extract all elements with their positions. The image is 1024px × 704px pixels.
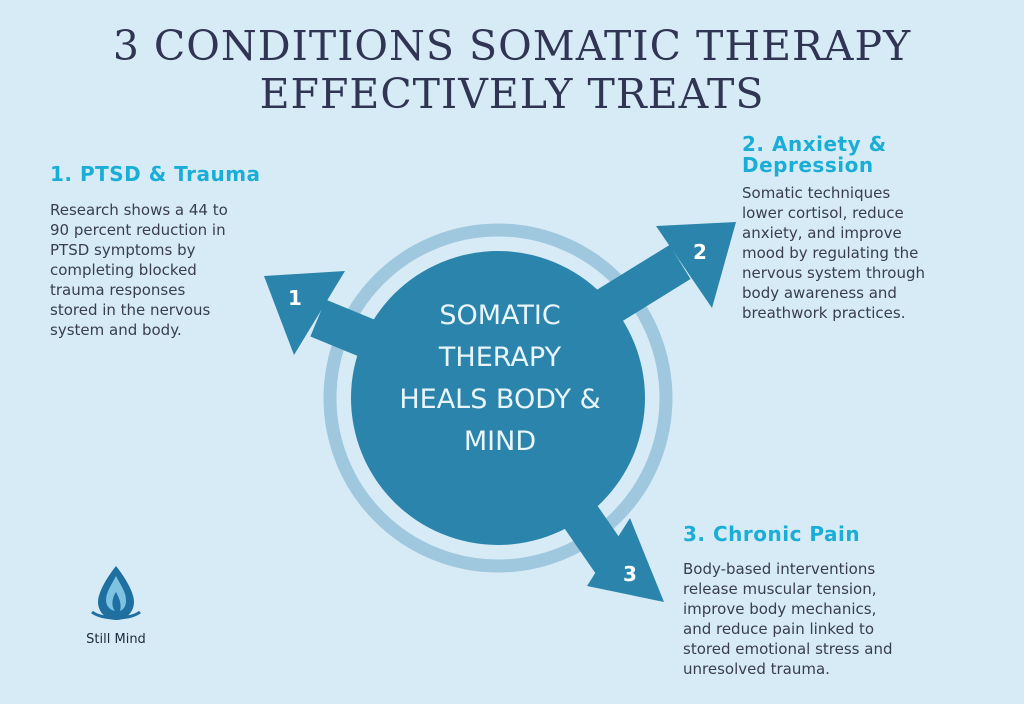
center-line-2: THERAPY: [438, 342, 562, 373]
condition-3-line: stored emotional stress and: [683, 640, 893, 658]
condition-2-heading-line: 2. Anxiety &: [742, 132, 887, 156]
condition-2-line: lower cortisol, reduce: [742, 204, 904, 222]
condition-2-line: breathwork practices.: [742, 304, 906, 322]
center-line-4: MIND: [463, 426, 537, 457]
logo: Still Mind: [76, 562, 156, 647]
condition-3-line: improve body mechanics,: [683, 600, 877, 618]
center-circle: [351, 251, 645, 545]
condition-1-line: 90 percent reduction in: [50, 221, 226, 239]
condition-3-body: Body-based interventions release muscula…: [683, 559, 923, 679]
title-line-1: 3 CONDITIONS SOMATIC THERAPY: [112, 22, 912, 70]
condition-2-body: Somatic techniques lower cortisol, reduc…: [742, 183, 972, 323]
condition-2-line: Somatic techniques: [742, 184, 891, 202]
center-line-1: SOMATIC: [439, 300, 561, 331]
condition-1-heading: 1. PTSD & Trauma: [50, 162, 261, 186]
arrow-2-number: 2: [693, 240, 707, 264]
arrow-1-number: 1: [288, 286, 302, 310]
arrow-1-head: [264, 271, 345, 355]
center-label: SOMATIC THERAPY HEALS BODY & MIND: [370, 295, 630, 463]
center-line-3: HEALS BODY &: [399, 384, 601, 415]
condition-1-line: Research shows a 44 to: [50, 201, 228, 219]
condition-1-line: system and body.: [50, 321, 182, 339]
condition-3-line: release muscular tension,: [683, 580, 877, 598]
title-line-2: EFFECTIVELY TREATS: [259, 70, 765, 118]
outer-ring: [323, 223, 673, 573]
water-drop-icon: [91, 566, 141, 620]
condition-2-line: mood by regulating the: [742, 244, 919, 262]
condition-2-heading-line: Depression: [742, 153, 874, 177]
arrow-3-number: 3: [623, 562, 637, 586]
logo-text: Still Mind: [86, 632, 146, 647]
arrow-3-head: [587, 518, 664, 602]
condition-2-line: nervous system through: [742, 264, 925, 282]
arrow-2-head: [656, 222, 736, 308]
condition-1-body: Research shows a 44 to 90 percent reduct…: [50, 200, 265, 340]
condition-2-line: body awareness and: [742, 284, 897, 302]
condition-1-line: PTSD symptoms by: [50, 241, 196, 259]
condition-3-heading: 3. Chronic Pain: [683, 522, 861, 546]
condition-3-line: Body-based interventions: [683, 560, 876, 578]
condition-2-heading: 2. Anxiety & Depression: [742, 134, 887, 176]
page-title: 3 CONDITIONS SOMATIC THERAPY EFFECTIVELY…: [0, 22, 1024, 118]
condition-2-line: anxiety, and improve: [742, 224, 902, 242]
condition-1-line: completing blocked: [50, 261, 197, 279]
condition-1-line: stored in the nervous: [50, 301, 211, 319]
condition-1-line: trauma responses: [50, 281, 186, 299]
condition-3-line: unresolved trauma.: [683, 660, 830, 678]
condition-3-line: and reduce pain linked to: [683, 620, 875, 638]
